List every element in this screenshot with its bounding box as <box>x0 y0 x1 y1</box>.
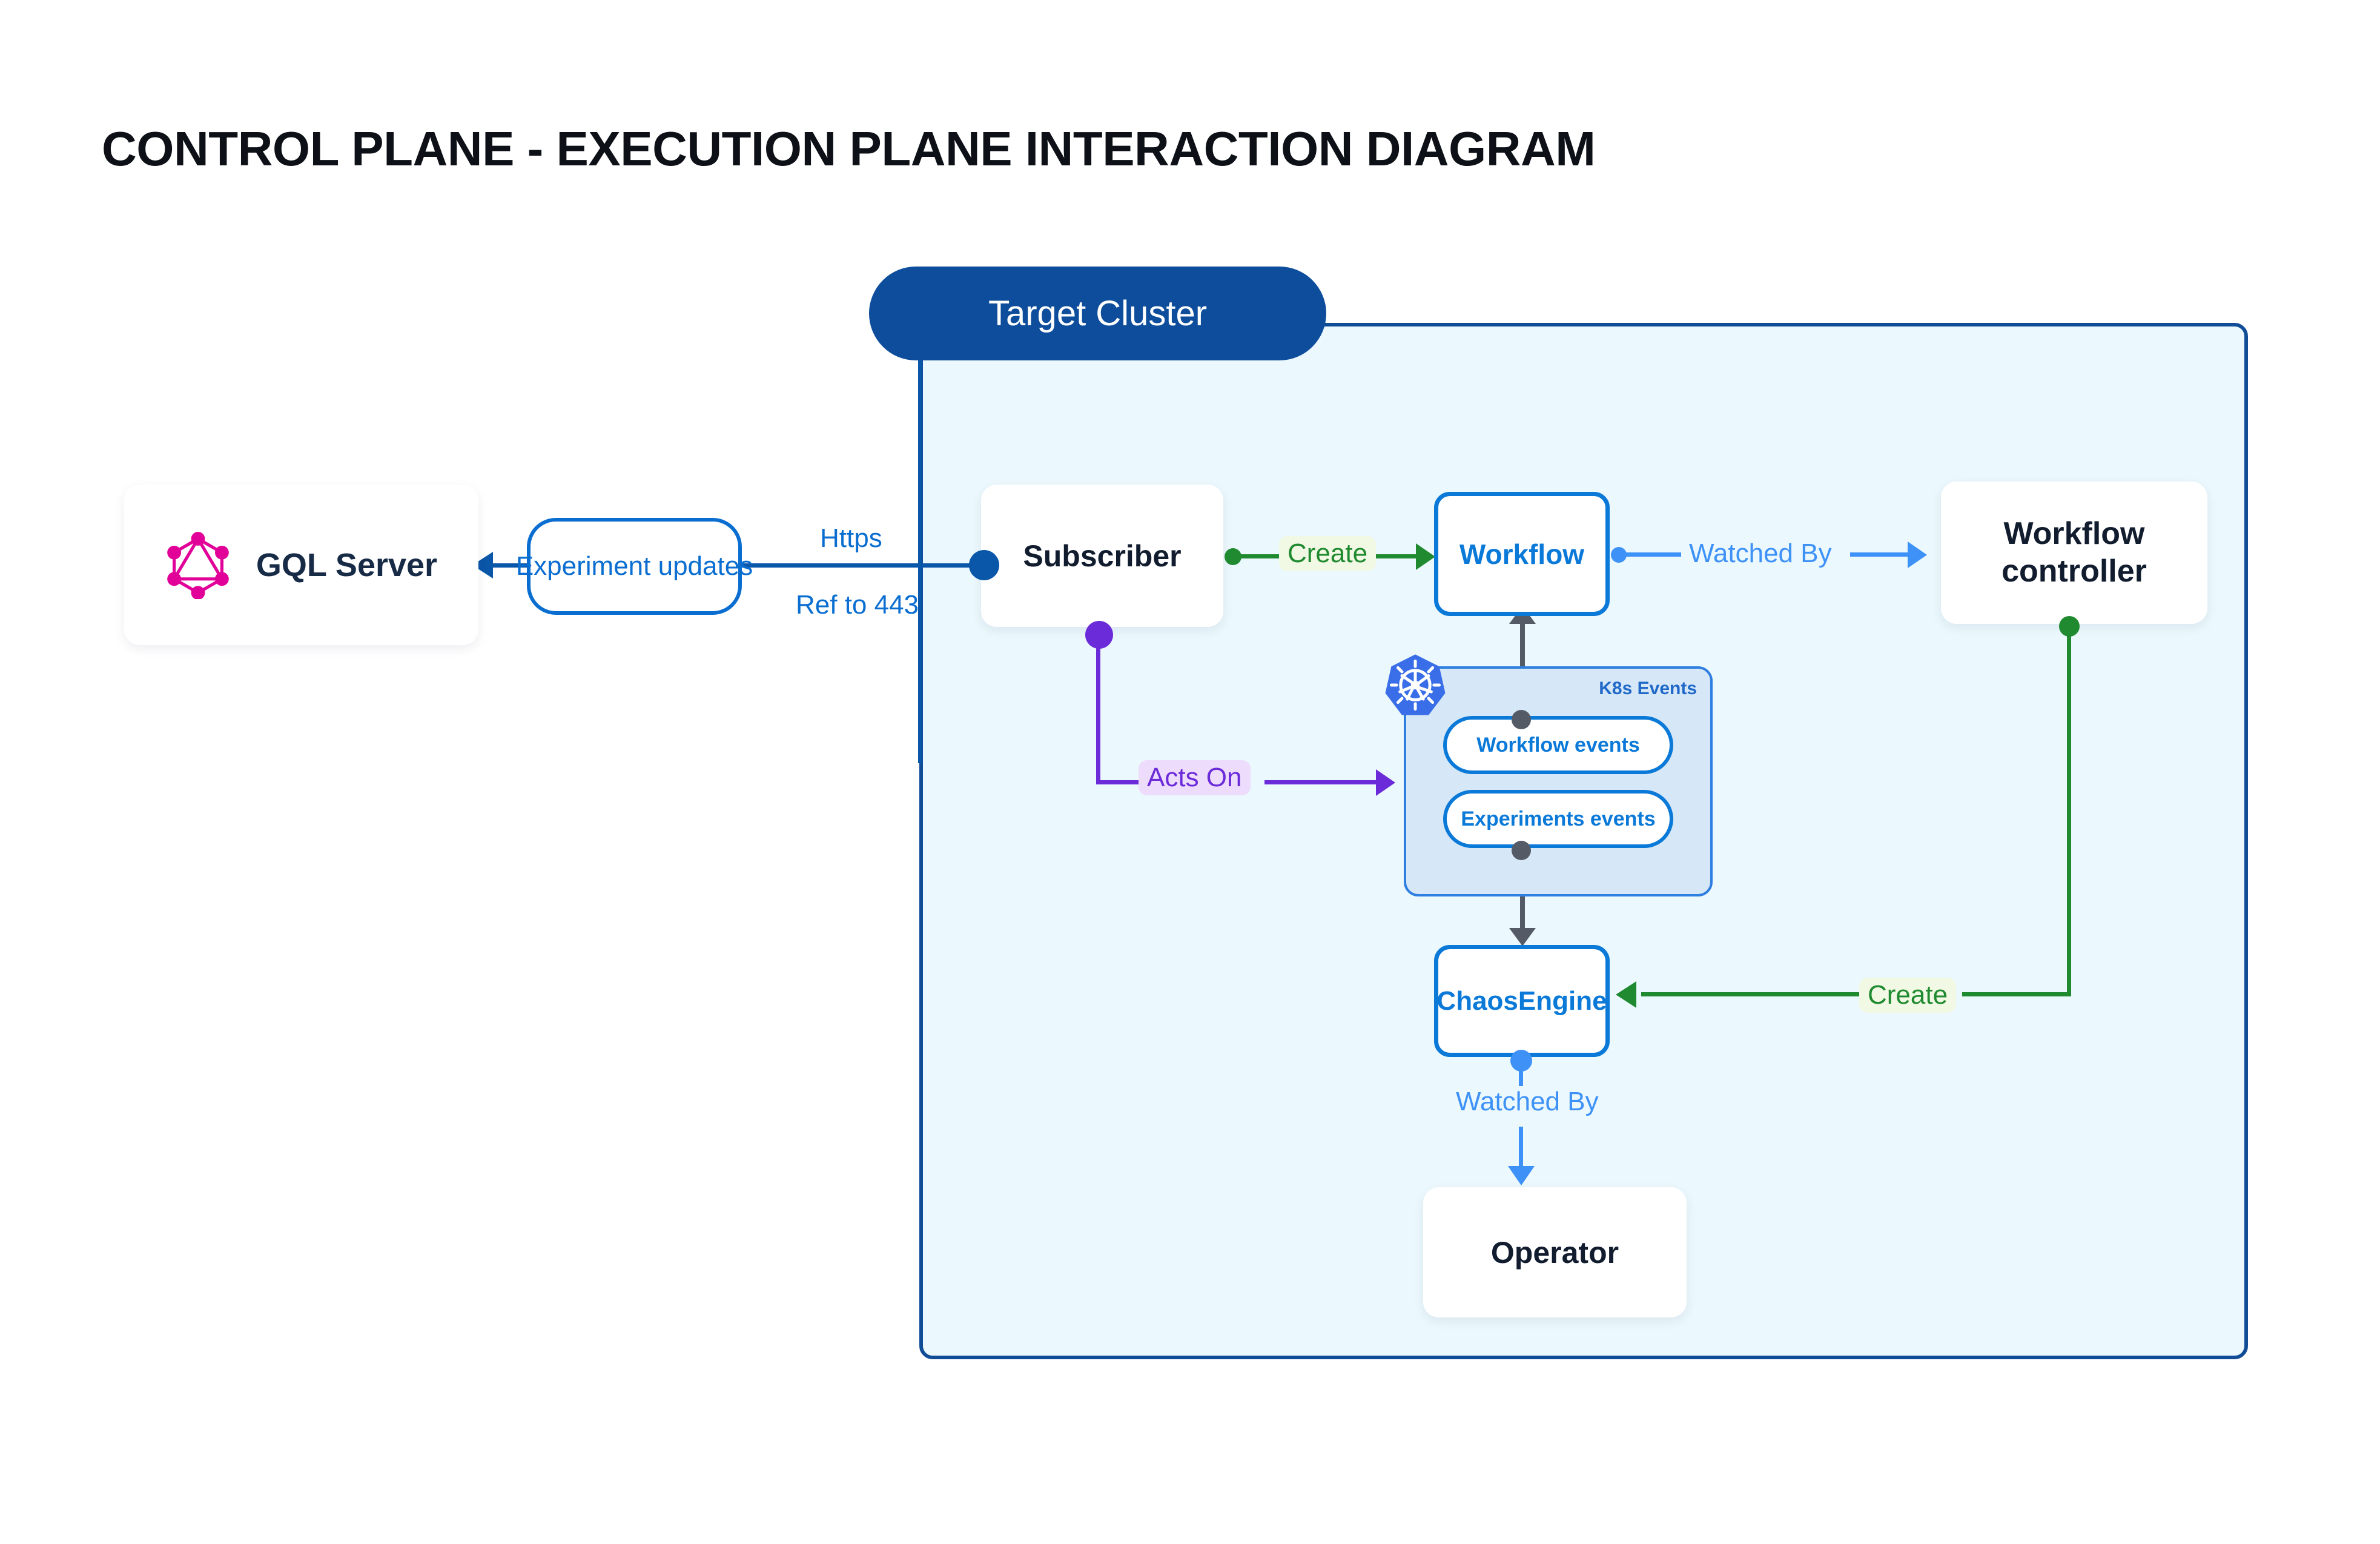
create-workflow-line-left <box>1235 554 1284 558</box>
k8s-events-group: K8s Events Workflow events Experiments e… <box>1385 654 1713 896</box>
k8s-item-workflow-events[interactable]: Workflow events <box>1443 716 1673 774</box>
create-chaosengine-vline <box>2067 624 2071 996</box>
experiments-events-to-chaosengine-arrowhead <box>1509 928 1536 946</box>
subscriber-left-dot <box>969 550 999 580</box>
node-workflow-label: Workflow <box>1459 538 1585 570</box>
target-cluster-badge-label: Target Cluster <box>988 294 1208 333</box>
k8s-item-workflow-events-label: Workflow events <box>1476 733 1640 757</box>
watched-by-operator-line-bottom <box>1519 1127 1523 1169</box>
controller-create-dot <box>2059 616 2080 637</box>
create-workflow-label: Create <box>1279 536 1377 571</box>
node-chaosengine[interactable]: ChaosEngine <box>1434 945 1610 1057</box>
create-chaosengine-arrowhead <box>1616 981 1636 1008</box>
node-workflow-controller-line1: Workflow <box>2003 516 2145 552</box>
acts-on-hline-left <box>1096 780 1151 784</box>
node-gql-server[interactable]: GQL Server <box>124 485 478 645</box>
acts-on-hline-right <box>1264 780 1380 784</box>
create-chaosengine-hline-left <box>1641 992 1859 996</box>
node-subscriber[interactable]: Subscriber <box>981 485 1223 627</box>
graphql-icon <box>167 531 229 599</box>
ref-to-443-label: Ref to 443 <box>796 590 919 620</box>
watched-by-controller-arrowhead <box>1908 542 1927 568</box>
page-title: CONTROL PLANE - EXECUTION PLANE INTERACT… <box>102 122 1596 176</box>
k8s-events-title: K8s Events <box>1599 678 1697 698</box>
node-workflow-controller[interactable]: Workflow controller <box>1941 482 2207 624</box>
cluster-left-vertical-line <box>918 339 922 763</box>
acts-on-vline <box>1096 633 1100 784</box>
create-chaosengine-hline-right <box>1962 992 2071 996</box>
node-operator[interactable]: Operator <box>1423 1187 1687 1317</box>
experiments-events-bottom-dot <box>1512 841 1531 860</box>
watched-by-operator-arrowhead <box>1508 1166 1535 1185</box>
target-cluster-badge[interactable]: Target Cluster <box>869 267 1326 360</box>
node-subscriber-label: Subscriber <box>1023 538 1182 573</box>
chaosengine-bottom-dot <box>1510 1050 1532 1072</box>
acts-on-label: Acts On <box>1139 760 1251 795</box>
subscriber-create-dot <box>1225 548 1241 565</box>
node-chaosengine-label: ChaosEngine <box>1436 986 1607 1016</box>
node-workflow-controller-line2: controller <box>2002 553 2147 589</box>
workflow-events-top-dot <box>1512 710 1531 729</box>
create-chaosengine-label: Create <box>1859 978 1957 1013</box>
create-workflow-line-right <box>1376 554 1418 558</box>
workflow-watched-dot <box>1611 547 1627 563</box>
watched-by-controller-label: Watched By <box>1689 538 1832 568</box>
watched-by-operator-line-top <box>1519 1059 1523 1086</box>
node-operator-label: Operator <box>1490 1235 1619 1270</box>
pill-to-subscriber-line <box>740 563 988 568</box>
node-workflow[interactable]: Workflow <box>1434 492 1610 616</box>
experiment-updates-label: Experiment updates <box>516 518 753 615</box>
k8s-item-experiments-events-label: Experiments events <box>1461 807 1656 830</box>
watched-by-controller-line-right <box>1850 552 1911 557</box>
k8s-item-experiments-events[interactable]: Experiments events <box>1443 790 1673 848</box>
https-label: Https <box>820 523 882 553</box>
experiment-updates-line1: Experiment <box>515 551 651 581</box>
watched-by-operator-label: Watched By <box>1456 1087 1599 1116</box>
acts-on-arrowhead <box>1376 769 1395 796</box>
subscriber-bottom-dot <box>1085 621 1113 649</box>
node-gql-server-label: GQL Server <box>256 546 438 583</box>
gql-to-pill-line <box>491 563 533 568</box>
watched-by-controller-line-left <box>1621 552 1681 557</box>
experiment-updates-line2: updates <box>658 551 753 581</box>
create-workflow-arrowhead <box>1416 543 1435 570</box>
kubernetes-icon <box>1385 654 1446 715</box>
